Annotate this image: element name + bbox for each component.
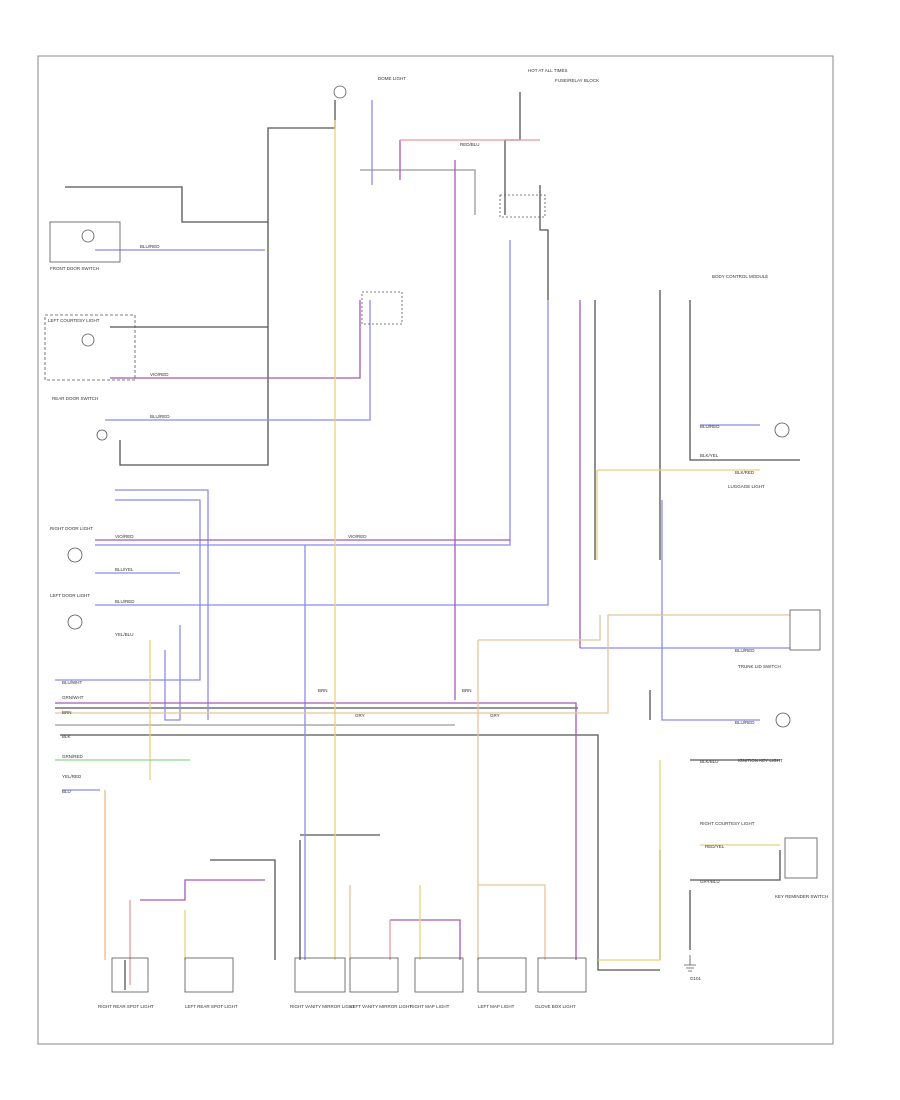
wire-label: GRN/WHT — [62, 695, 84, 700]
wire-label: BLU/YEL — [115, 567, 134, 572]
label-body-control: BODY CONTROL MODULE — [712, 274, 768, 279]
glove-box-box — [537, 957, 587, 993]
wire-label: GRY — [355, 713, 365, 718]
label-left-vanity: LEFT VANITY MIRROR LIGHT — [350, 1004, 412, 1009]
right-rear-spot-box — [111, 957, 149, 993]
label-right-rear-spot: RIGHT REAR SPOT LIGHT — [98, 1004, 154, 1009]
right-map-box — [414, 957, 464, 993]
wire-label: BLU/RED — [115, 599, 135, 604]
ground-symbol: G101 — [684, 955, 702, 981]
wire-label: BLU/RED — [700, 424, 720, 429]
label-left-map: LEFT MAP LIGHT — [478, 1004, 515, 1009]
label-ground: G101 — [690, 976, 702, 981]
label-dome-lamp: DOME LIGHT — [378, 76, 406, 81]
right-door-lamp-symbol: RIGHT DOOR LIGHT — [50, 526, 93, 563]
wire-label: BLK/RED — [735, 470, 755, 475]
right-vanity-box — [294, 957, 346, 993]
wire-labels: BLU/RED VIO/RED BLU/RED VIO/RED VIO/RED … — [62, 142, 755, 884]
label-ignition-key-light: IGNITION KEY LIGHT — [738, 758, 783, 763]
label-fuse-block: FUSE/RELAY BLOCK — [555, 78, 599, 83]
left-vanity-box — [349, 957, 399, 993]
wires-red — [129, 139, 540, 985]
wire-label: BLK/YEL — [700, 453, 719, 458]
connector-c1 — [361, 291, 403, 325]
wire-label: BLK — [62, 734, 71, 739]
label-right-map: RIGHT MAP LIGHT — [410, 1004, 450, 1009]
left-courtesy-symbol: LEFT COURTESY LIGHT — [44, 314, 136, 381]
wires-grey — [55, 169, 476, 726]
label-front-door-switch: FRONT DOOR SWITCH — [50, 266, 99, 271]
wires-blue — [55, 100, 790, 960]
wire-label: GRY — [490, 713, 500, 718]
label-left-courtesy: LEFT COURTESY LIGHT — [48, 318, 100, 323]
wire-label: BRN — [62, 710, 72, 715]
wire-label: BLU/RED — [735, 720, 755, 725]
wire-label: BLU — [62, 789, 71, 794]
label-glove-box: GLOVE BOX LIGHT — [535, 1004, 576, 1009]
wire-label: BLK/BLU — [700, 759, 719, 764]
front-door-switch-symbol: FRONT DOOR SWITCH — [49, 221, 121, 271]
dome-lamp-symbol: DOME LIGHT — [333, 76, 406, 99]
left-rear-spot-box — [184, 957, 234, 993]
wire-label: YEL/RED — [62, 774, 82, 779]
label-rear-door-switch: REAR DOOR SWITCH — [52, 396, 98, 401]
label-left-rear-spot: LEFT REAR SPOT LIGHT — [185, 1004, 238, 1009]
rear-door-switch-symbol: REAR DOOR SWITCH — [52, 396, 108, 441]
label-hot-at-all-times: HOT AT ALL TIMES — [528, 68, 568, 73]
wire-label: BLU/RED — [735, 648, 755, 653]
label-trunk-switch: TRUNK LID SWITCH — [738, 664, 781, 669]
label-luggage-lamp: LUGGAGE LIGHT — [728, 484, 765, 489]
left-map-box — [477, 957, 527, 993]
label-right-door-lamp: RIGHT DOOR LIGHT — [50, 526, 93, 531]
luggage-lamp-symbol: LUGGAGE LIGHT — [728, 422, 790, 489]
wires-black — [55, 92, 800, 990]
label-right-courtesy: RIGHT COURTESY LIGHT — [700, 821, 755, 826]
wire-label: RED/BLU — [460, 142, 480, 147]
wire-label: VIO/RED — [115, 534, 134, 539]
trunk-switch-symbol: TRUNK LID SWITCH — [738, 609, 821, 669]
ignition-key-light-symbol: IGNITION KEY LIGHT — [738, 712, 791, 763]
wire-label: YEL/BLU — [115, 632, 134, 637]
wire-label: VIO/RED — [348, 534, 367, 539]
hot-at-all-times-symbol: HOT AT ALL TIMES FUSE/RELAY BLOCK — [528, 68, 599, 83]
diagram-frame — [37, 55, 834, 1045]
label-key-reminder: KEY REMINDER SWITCH — [775, 894, 828, 899]
wire-label: BLU/RED — [140, 244, 160, 249]
label-left-door-lamp: LEFT DOOR LIGHT — [50, 593, 90, 598]
wire-label: BLU/WHT — [62, 680, 83, 685]
key-reminder-symbol: KEY REMINDER SWITCH — [775, 837, 828, 899]
wires-yellow — [149, 120, 780, 961]
wire-label: GRN/RED — [62, 754, 84, 759]
wires-tan — [55, 614, 790, 960]
connector-c2 — [499, 194, 546, 218]
wire-label: RED/YEL — [705, 844, 725, 849]
wire-label: BRN — [318, 688, 328, 693]
wire-label: BRN — [462, 688, 472, 693]
wire-label: GRY/BLU — [700, 879, 720, 884]
label-right-vanity: RIGHT VANITY MIRROR LIGHT — [290, 1004, 355, 1009]
wire-label: VIO/RED — [150, 372, 169, 377]
components: FRONT DOOR SWITCH LEFT COURTESY LIGHT RE… — [44, 68, 828, 1009]
left-door-lamp-symbol: LEFT DOOR LIGHT — [50, 593, 90, 630]
wires-violet — [55, 140, 581, 960]
wire-label: BLU/RED — [150, 414, 170, 419]
bottom-lamps: RIGHT REAR SPOT LIGHT LEFT REAR SPOT LIG… — [98, 957, 587, 1009]
